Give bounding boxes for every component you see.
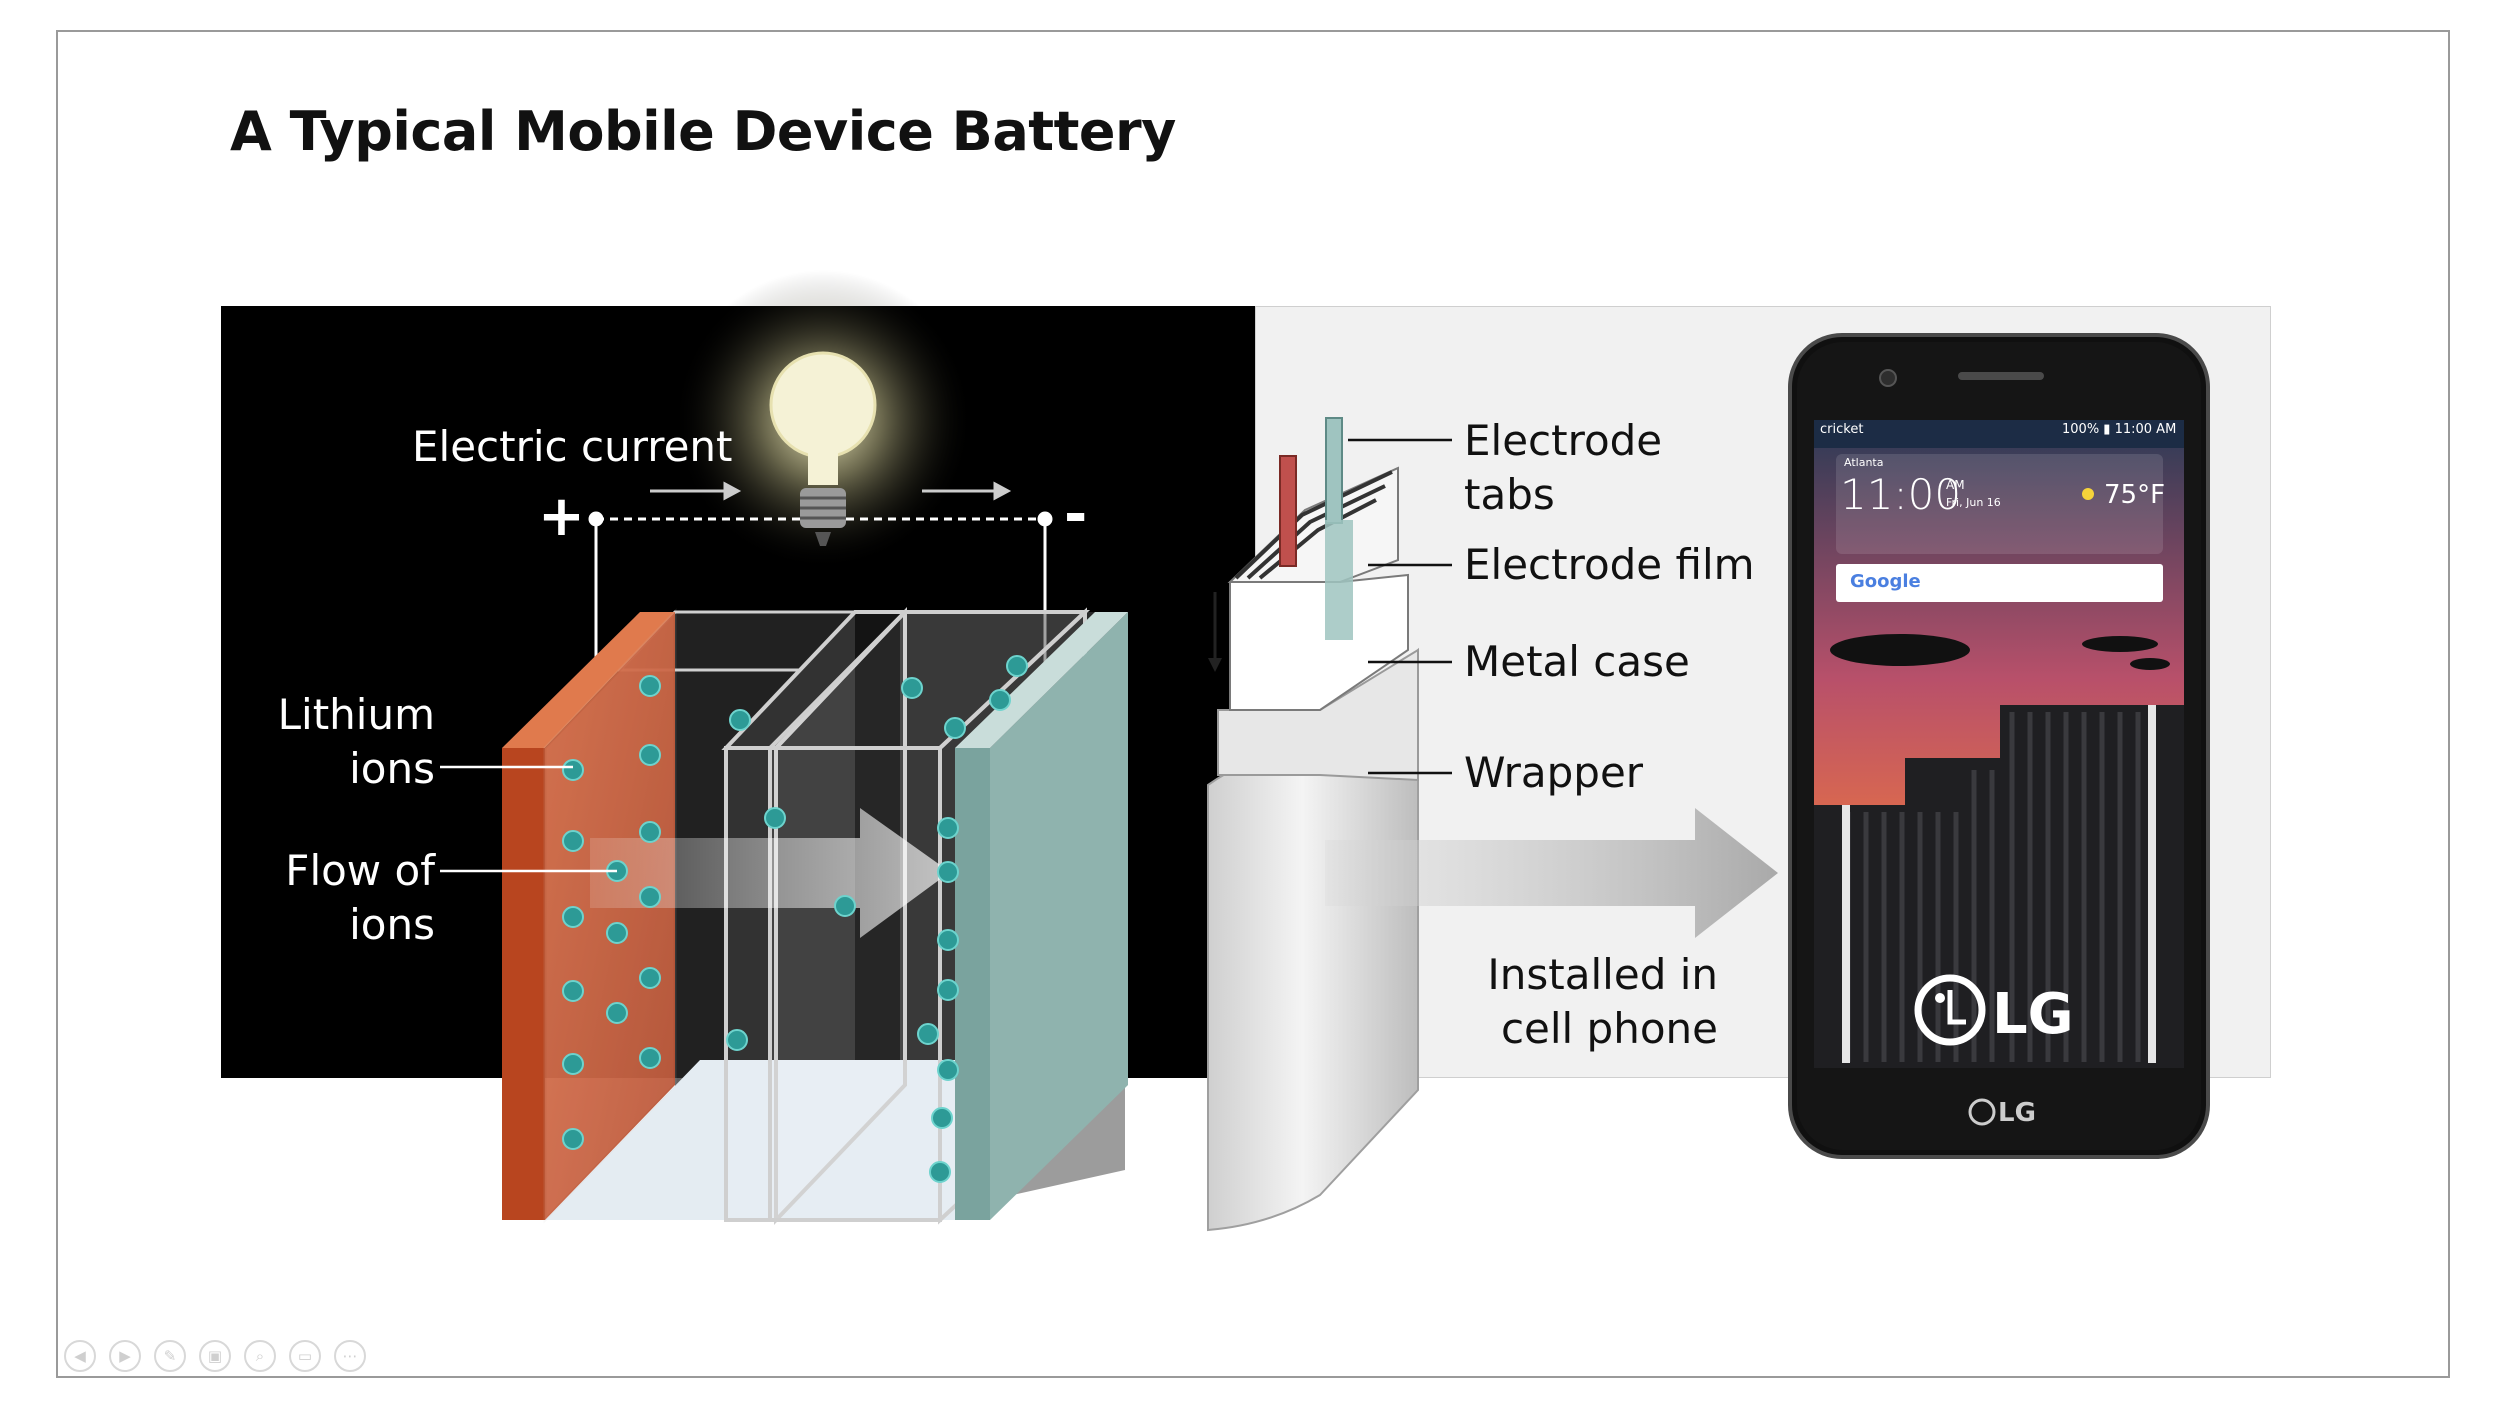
label-installed-line2: cell phone <box>1500 1004 1718 1053</box>
light-bulb-icon <box>673 270 973 570</box>
phone-temperature: 75°F <box>2104 480 2166 510</box>
presentation-toolbar: ◀ ▶ ✎ ▣ ⌕ ▭ ⋯ <box>64 1340 366 1372</box>
slide-title: A Typical Mobile Device Battery <box>230 100 1176 163</box>
phone-carrier: cricket <box>1820 422 1864 437</box>
label-metal-case: Metal case <box>1464 637 1690 686</box>
google-search-bar[interactable]: Google <box>1850 571 1921 592</box>
label-flow-of-ions-line2: ions <box>349 900 435 949</box>
label-minus: - <box>1064 482 1088 547</box>
subtitles-icon[interactable]: ▭ <box>289 1340 321 1372</box>
label-wrapper: Wrapper <box>1464 748 1644 797</box>
previous-icon[interactable]: ◀ <box>64 1340 96 1372</box>
lg-logo-icon <box>1914 974 1986 1046</box>
label-plus: + <box>538 484 585 549</box>
next-icon[interactable]: ▶ <box>109 1340 141 1372</box>
phone-status-bar: 100% ▮ 11:00 AM <box>2062 422 2177 437</box>
current-arrow-icon <box>650 481 1012 501</box>
label-installed-line1: Installed in <box>1487 950 1718 999</box>
zoom-icon[interactable]: ⌕ <box>244 1340 276 1372</box>
installed-arrow <box>1325 808 1778 938</box>
cathode-plate <box>955 748 990 1220</box>
anode-plate <box>502 748 545 1220</box>
label-lithium-ions-line1: Lithium <box>277 690 435 739</box>
slides-icon[interactable]: ▣ <box>199 1340 231 1372</box>
phone-ampm: AM <box>1946 478 1965 492</box>
label-electrode-tabs-line1: Electrode <box>1464 416 1663 465</box>
label-installed-in-cell-phone: Installed in cell phone <box>1440 948 1718 1056</box>
more-icon[interactable]: ⋯ <box>334 1340 366 1372</box>
label-flow-of-ions-line1: Flow of <box>285 846 435 895</box>
label-electrode-tabs-line2: tabs <box>1464 470 1555 519</box>
phone-city: Atlanta <box>1844 456 1884 469</box>
pen-icon[interactable]: ✎ <box>154 1340 186 1372</box>
battery-cross-section <box>502 606 1128 1225</box>
label-electrode-film: Electrode film <box>1464 540 1755 589</box>
label-electrode-tabs: Electrode tabs <box>1464 414 1662 522</box>
phone-bezel-brand: LG <box>1998 1098 2036 1128</box>
label-electric-current: Electric current <box>412 422 733 471</box>
lithium-ion <box>562 655 1028 1183</box>
label-lithium-ions: Lithium ions <box>240 688 435 796</box>
leader-line <box>1348 438 1452 775</box>
ion-flow-arrow <box>590 808 950 938</box>
phone-date: Fri, Jun 16 <box>1946 496 2001 509</box>
label-flow-of-ions: Flow of ions <box>240 844 435 952</box>
pouch-cell <box>1207 417 1419 1232</box>
phone-clock: 11:00 <box>1840 470 1962 519</box>
phone-brand-logo: LG <box>1992 982 2074 1047</box>
cell-phone <box>1788 333 2210 1159</box>
leader-line <box>440 765 617 873</box>
label-lithium-ions-line2: ions <box>349 744 435 793</box>
